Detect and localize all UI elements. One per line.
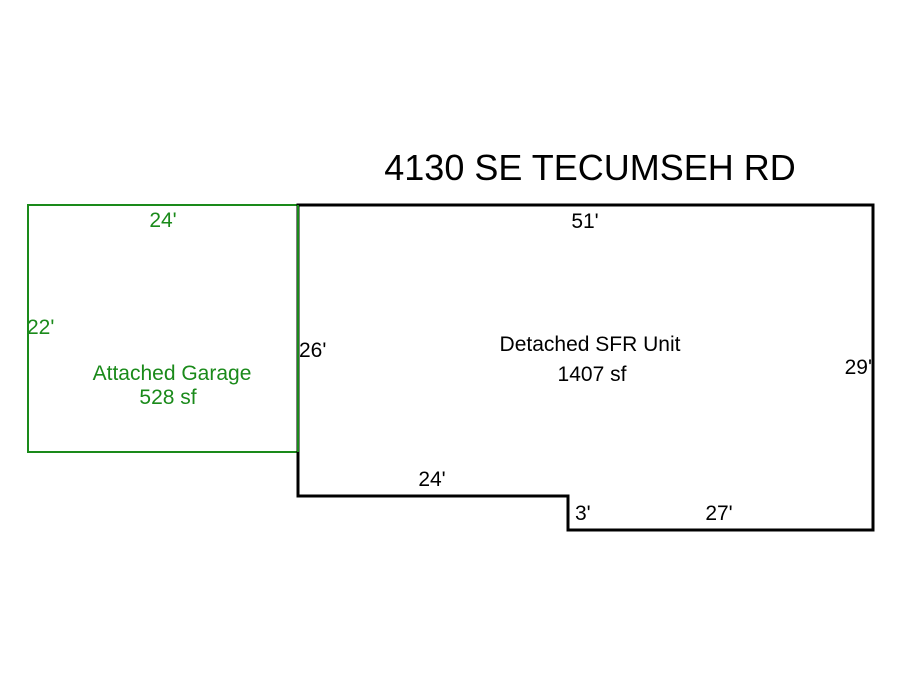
house-right-dim: 29' (845, 356, 872, 379)
garage-outline (27, 204, 299, 453)
sketch-title: 4130 SE TECUMSEH RD (384, 147, 795, 188)
house-top-dim: 51' (571, 210, 598, 233)
house-step-dim: 3' (575, 502, 591, 525)
garage-area: 528 sf (139, 386, 196, 409)
house-outline (296, 203, 875, 532)
garage-top-dim: 24' (149, 209, 176, 232)
house-area: 1407 sf (558, 363, 627, 386)
garage-label: Attached Garage (93, 362, 252, 385)
garage-left-dim: 22' (27, 316, 54, 339)
house-left-dim: 26' (299, 339, 326, 362)
house-bottom-left-dim: 24' (418, 468, 445, 491)
house-label: Detached SFR Unit (500, 333, 681, 356)
house-bottom-right-dim: 27' (705, 502, 732, 525)
